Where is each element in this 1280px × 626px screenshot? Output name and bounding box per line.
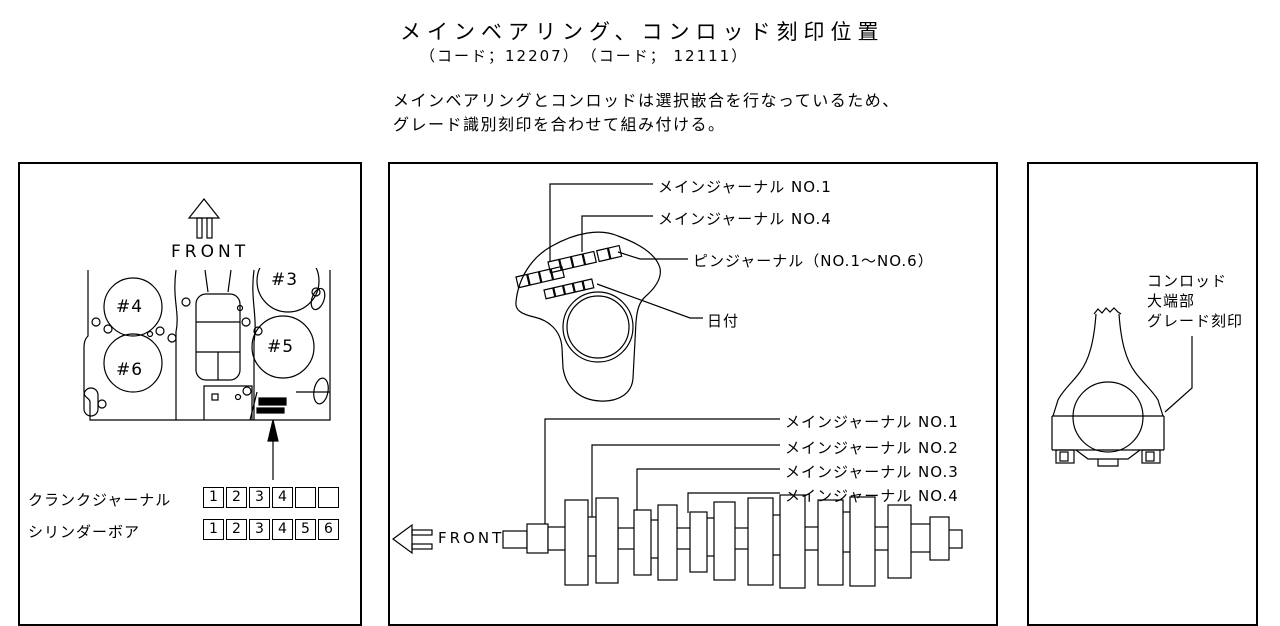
- rod-grade-stamp-label-line1: コンロッド: [1147, 272, 1228, 290]
- stamp-digit-box: 1: [203, 519, 224, 540]
- cylinder-bore-row-label: シリンダーボア: [28, 523, 141, 541]
- stamp-digit-box: 2: [226, 519, 247, 540]
- stamp-digit-box: 5: [295, 519, 316, 540]
- stamp-digit-box: 2: [226, 487, 247, 508]
- cylinder-label-3: #3: [271, 270, 299, 290]
- callout-main-journal-no1-top: メインジャーナル NO.1: [658, 178, 832, 196]
- callout-crank-main-journal-no4: メインジャーナル NO.4: [785, 487, 959, 505]
- callout-date-stamp: 日付: [707, 312, 740, 330]
- stamp-digit-box: [318, 487, 339, 508]
- callout-crank-main-journal-no2: メインジャーナル NO.2: [785, 439, 959, 457]
- panel-engine-block: [18, 162, 362, 626]
- stamp-digit-box: 3: [249, 519, 270, 540]
- front-label-left: FRONT: [171, 242, 250, 262]
- page-title: メインベアリング、コンロッド刻印位置: [400, 20, 885, 44]
- note-line-2: グレード識別刻印を合わせて組み付ける。: [393, 115, 726, 134]
- rod-grade-stamp-label-line3: グレード刻印: [1147, 312, 1244, 330]
- rod-grade-stamp-label-line2: 大端部: [1147, 292, 1196, 310]
- stamp-digit-box: 4: [272, 519, 293, 540]
- stamp-digit-box: [295, 487, 316, 508]
- panel-crankshaft: [388, 162, 998, 626]
- stamp-digit-box: 4: [272, 487, 293, 508]
- crank-journal-row-label: クランクジャーナル: [28, 491, 172, 509]
- cylinder-label-5: #5: [267, 337, 295, 357]
- cylinder-label-6: #6: [116, 360, 144, 380]
- callout-main-journal-no4-top: メインジャーナル NO.4: [658, 210, 832, 228]
- code-numbers: （コード；12207） （コード； 12111）: [420, 47, 749, 65]
- front-label-center: FRONT: [438, 529, 505, 547]
- callout-crank-main-journal-no3: メインジャーナル NO.3: [785, 463, 959, 481]
- callout-pin-journal: ピンジャーナル（NO.1～NO.6）: [693, 252, 934, 270]
- technical-diagram-page: { "header": { "title": "メインベアリング、コンロッド刻印…: [18, 20, 1258, 626]
- stamp-digit-box: 1: [203, 487, 224, 508]
- note-line-1: メインベアリングとコンロッドは選択嵌合を行なっているため、: [393, 91, 900, 110]
- panel-connecting-rod: [1027, 162, 1258, 626]
- cylinder-label-4: #4: [116, 297, 144, 317]
- stamp-digit-box: 3: [249, 487, 270, 508]
- stamp-digit-box: 6: [318, 519, 339, 540]
- callout-crank-main-journal-no1: メインジャーナル NO.1: [785, 413, 959, 431]
